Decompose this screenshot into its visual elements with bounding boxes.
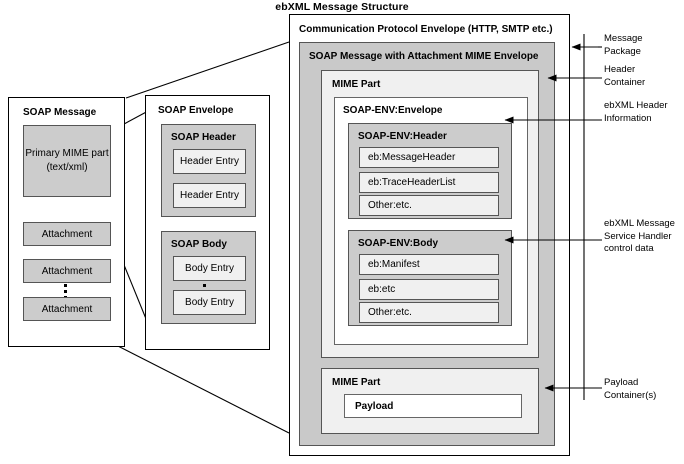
mime-part-payload-title: MIME Part	[332, 377, 381, 388]
mime-part-header-box: MIME Part SOAP-ENV:Envelope SOAP-ENV:Hea…	[321, 70, 539, 358]
payload-box: Payload	[344, 394, 522, 418]
soap-envelope-panel: SOAP Envelope SOAP Header Header Entry H…	[145, 95, 270, 350]
page-title: ebXML Message Structure	[275, 1, 409, 13]
annotation-header-container-line2: Container	[604, 76, 646, 88]
soap-env-body-entry-3: Other:etc.	[359, 302, 499, 323]
primary-mime-part-box: Primary MIME part (text/xml)	[23, 125, 111, 197]
mime-part-payload-box: MIME Part Payload	[321, 368, 539, 434]
soap-header-box: SOAP Header Header Entry Header Entry	[161, 124, 256, 217]
soap-mime-envelope-title: SOAP Message with Attachment MIME Envelo…	[309, 51, 539, 62]
soap-env-header-title: SOAP-ENV:Header	[358, 131, 447, 142]
attachment-ellipsis-dots	[64, 284, 67, 297]
attachment-box-3: Attachment	[23, 297, 111, 321]
attachment-box-1: Attachment	[23, 222, 111, 246]
communication-protocol-envelope: Communication Protocol Envelope (HTTP, S…	[289, 14, 570, 456]
annotation-msh-control-line2: Service Handler	[604, 230, 672, 242]
communication-protocol-envelope-title: Communication Protocol Envelope (HTTP, S…	[299, 24, 553, 35]
soap-env-header-box: SOAP-ENV:Header eb:MessageHeader eb:Trac…	[348, 123, 512, 219]
soap-env-header-entry-1: eb:MessageHeader	[359, 147, 499, 168]
soap-env-header-entry-2: eb:TraceHeaderList	[359, 172, 499, 193]
soap-message-with-attachment-mime-envelope: SOAP Message with Attachment MIME Envelo…	[299, 42, 555, 446]
header-entry-2: Header Entry	[173, 183, 246, 208]
attachment-box-2: Attachment	[23, 259, 111, 283]
annotation-msh-control-line3: control data	[604, 243, 654, 254]
body-entry-2: Body Entry	[173, 290, 246, 315]
soap-message-title: SOAP Message	[23, 107, 97, 118]
annotation-ebxml-header-line2: Information	[604, 112, 652, 124]
soap-header-title: SOAP Header	[171, 132, 236, 143]
annotation-message-package-line1: Message	[604, 33, 643, 44]
soap-env-header-entry-3: Other:etc.	[359, 195, 499, 216]
soap-body-box: SOAP Body Body Entry Body Entry	[161, 231, 256, 324]
soap-env-body-title: SOAP-ENV:Body	[358, 238, 439, 249]
primary-mime-line2: (text/xml)	[46, 162, 88, 173]
soap-env-envelope-title: SOAP-ENV:Envelope	[343, 105, 443, 116]
soap-env-body-entry-2: eb:etc	[359, 279, 499, 300]
soap-env-body-entry-1: eb:Manifest	[359, 254, 499, 275]
soap-env-body-box: SOAP-ENV:Body eb:Manifest eb:etc Other:e…	[348, 230, 512, 326]
annotation-ebxml-header-information: ebXML Header Information	[604, 100, 668, 125]
annotation-message-package: Message Package	[604, 33, 643, 58]
primary-mime-line1: Primary MIME part	[25, 148, 109, 159]
annotation-payload-containers-line1: Payload	[604, 377, 639, 388]
soap-message-panel: SOAP Message Primary MIME part (text/xml…	[8, 97, 125, 347]
annotation-msh-control-line1: ebXML Message	[604, 218, 675, 229]
annotation-header-container-line1: Header	[604, 64, 636, 75]
mime-part-header-title: MIME Part	[332, 79, 381, 90]
soap-body-title: SOAP Body	[171, 239, 227, 250]
body-entry-1: Body Entry	[173, 256, 246, 281]
annotation-header-container: Header Container	[604, 64, 645, 89]
annotation-payload-containers: Payload Container(s)	[604, 377, 656, 402]
annotation-message-package-line2: Package	[604, 45, 641, 57]
annotation-msh-control-data: ebXML Message Service Handler control da…	[604, 218, 675, 256]
annotation-payload-containers-line2: Container(s)	[604, 389, 657, 401]
annotation-ebxml-header-line1: ebXML Header	[604, 100, 668, 111]
soap-envelope-title: SOAP Envelope	[158, 105, 234, 116]
header-entry-1: Header Entry	[173, 149, 246, 174]
soap-env-envelope-box: SOAP-ENV:Envelope SOAP-ENV:Header eb:Mes…	[334, 97, 528, 345]
